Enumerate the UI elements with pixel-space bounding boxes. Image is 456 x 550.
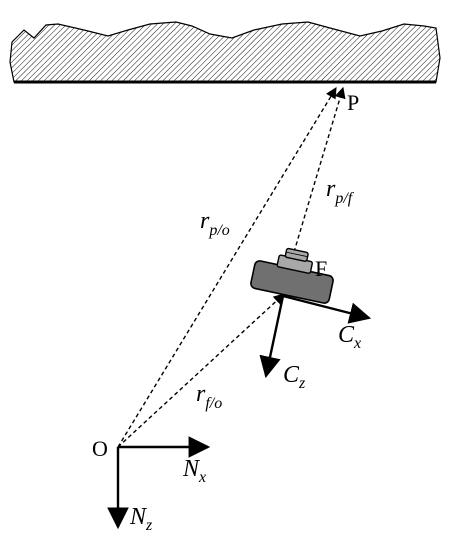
r-p-f-label: rp/f: [326, 176, 355, 207]
vector-r-f-o: [117, 293, 285, 448]
nz-label: Nz: [129, 504, 153, 534]
camera-axis-cz-arrow: [259, 295, 285, 379]
vector-r-p-o: [117, 87, 337, 448]
cx-label: Cx: [338, 322, 361, 352]
vector-r-p-f: [293, 86, 346, 253]
nx-label: Nx: [182, 456, 206, 486]
origin-o-label: O: [92, 436, 108, 461]
r-p-o-label: rp/o: [200, 208, 230, 239]
camera-axis-cx-arrow: [282, 294, 372, 324]
r-f-o-label: rf/o: [196, 381, 222, 412]
point-p-label: P: [347, 90, 359, 115]
surface-terrain: [9, 21, 441, 84]
cz-label: Cz: [283, 362, 306, 392]
camera-icon: [250, 247, 334, 304]
frame-f-label: F: [315, 256, 327, 281]
